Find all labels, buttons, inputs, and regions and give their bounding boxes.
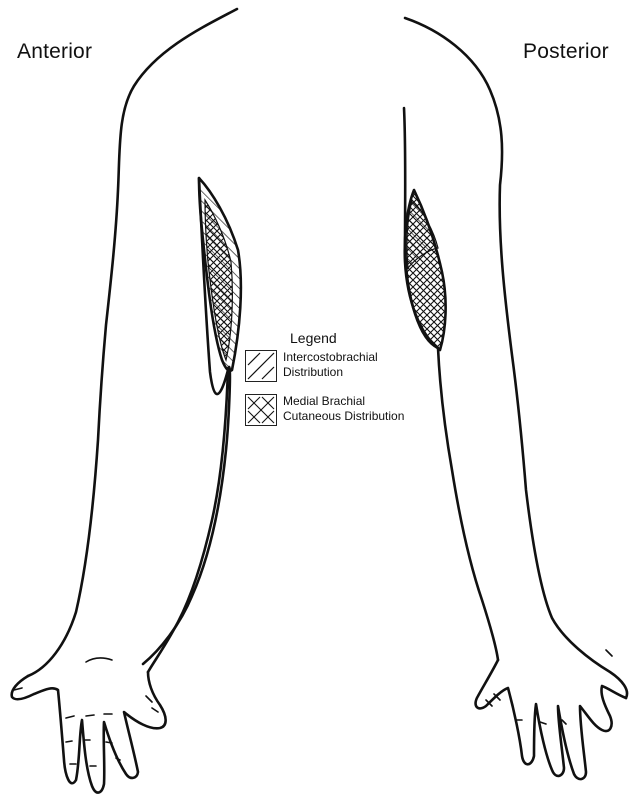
- anterior-wrist-crease: [86, 658, 112, 662]
- posterior-arm-inner-edge: [404, 108, 498, 660]
- anterior-hand: [12, 672, 166, 793]
- legend-item-medial-brachial: Medial Brachial Cutaneous Distribution: [245, 394, 443, 426]
- legend-item-intercostobrachial-line1: Intercostobrachial: [283, 350, 443, 365]
- legend-item-medial-brachial-line2: Cutaneous Distribution: [283, 409, 443, 424]
- anterior-arm: [12, 9, 241, 793]
- legend-item-intercostobrachial: Intercostobrachial Distribution: [245, 350, 443, 382]
- diagonal-hatch-swatch-icon: [245, 350, 277, 382]
- legend-title: Legend: [290, 330, 337, 346]
- legend-item-medial-brachial-line1: Medial Brachial: [283, 394, 443, 409]
- anterior-arm-outer-edge: [28, 9, 237, 676]
- posterior-hand: [476, 660, 626, 779]
- legend-item-intercostobrachial-line2: Distribution: [283, 365, 443, 380]
- cross-hatch-swatch-icon: [245, 394, 277, 426]
